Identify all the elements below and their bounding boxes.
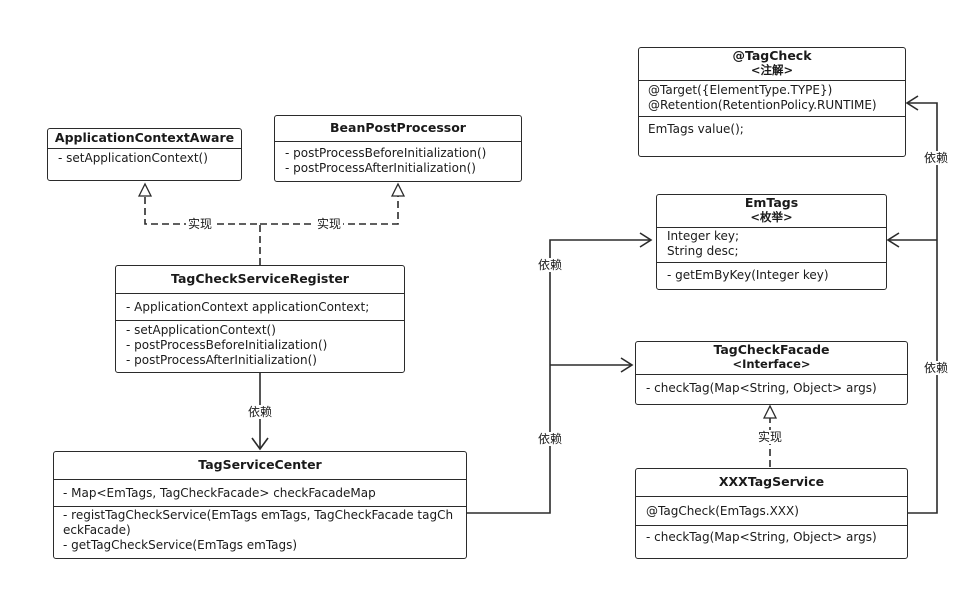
label-dep-xxx-emtags: 依赖 [922, 361, 951, 375]
stereotype: <Interface> [732, 357, 811, 371]
class-name: EmTags [744, 195, 799, 210]
field: - ApplicationContext applicationContext; [126, 300, 370, 314]
class-name: TagServiceCenter [54, 452, 466, 480]
label-dep-register-center: 依赖 [246, 405, 275, 419]
field: @Target({ElementType.TYPE}) [648, 83, 833, 97]
class-tag-check-facade-interface: TagCheckFacade <Interface> - checkTag(Ma… [635, 341, 908, 405]
label-dep-xxx-tagcheck: 依赖 [922, 151, 951, 165]
field: Integer key; [667, 229, 740, 243]
stereotype: <注解> [750, 63, 794, 77]
method: - postProcessAfterInitialization() [285, 161, 476, 175]
label-impl-xxx-facade: 实现 [756, 430, 785, 444]
class-application-context-aware: ApplicationContextAware - setApplication… [47, 128, 242, 181]
edge-dep-center-right [467, 239, 651, 514]
method: EmTags value(); [648, 122, 744, 136]
method: - setApplicationContext() [126, 323, 276, 337]
field: String desc; [667, 244, 739, 258]
label-impl-aware: 实现 [186, 217, 215, 231]
stereotype: <枚举> [750, 210, 793, 224]
field: @Retention(RetentionPolicy.RUNTIME) [648, 98, 877, 112]
label-impl-bpp: 实现 [315, 217, 344, 231]
class-xxx-tag-service: XXXTagService @TagCheck(EmTags.XXX) - ch… [635, 468, 908, 559]
method: - checkTag(Map<String, Object> args) [646, 530, 877, 544]
edge-dep-xxx-right [907, 102, 938, 514]
method: - postProcessAfterInitialization() [126, 353, 317, 367]
class-name: ApplicationContextAware [48, 129, 241, 149]
class-tag-check-service-register: TagCheckServiceRegister - ApplicationCon… [115, 265, 405, 373]
class-name: BeanPostProcessor [275, 116, 521, 142]
method: - registTagCheckService(EmTags emTags, T… [63, 508, 454, 537]
class-bean-post-processor: BeanPostProcessor - postProcessBeforeIni… [274, 115, 522, 182]
class-tagcheck-annotation: @TagCheck <注解> @Target({ElementType.TYPE… [638, 47, 906, 157]
label-dep-center-facade: 依赖 [536, 432, 565, 446]
method: - getTagCheckService(EmTags emTags) [63, 538, 298, 552]
method: - checkTag(Map<String, Object> args) [646, 381, 877, 395]
method: - postProcessBeforeInitialization() [126, 338, 328, 352]
method: - getEmByKey(Integer key) [667, 268, 829, 282]
method: - postProcessBeforeInitialization() [285, 146, 487, 160]
class-name: @TagCheck [732, 48, 812, 63]
label-dep-center-emtags: 依赖 [536, 258, 565, 272]
class-name: TagCheckFacade [713, 342, 830, 357]
class-tag-service-center: TagServiceCenter - Map<EmTags, TagCheckF… [53, 451, 467, 559]
class-name: TagCheckServiceRegister [116, 266, 404, 294]
field: @TagCheck(EmTags.XXX) [646, 504, 799, 518]
field: - Map<EmTags, TagCheckFacade> checkFacad… [63, 486, 376, 500]
class-emtags-enum: EmTags <枚举> Integer key; String desc; - … [656, 194, 887, 290]
edge-impl-register-bpp [260, 185, 399, 225]
class-name: XXXTagService [636, 469, 907, 497]
method: - setApplicationContext() [58, 151, 208, 165]
